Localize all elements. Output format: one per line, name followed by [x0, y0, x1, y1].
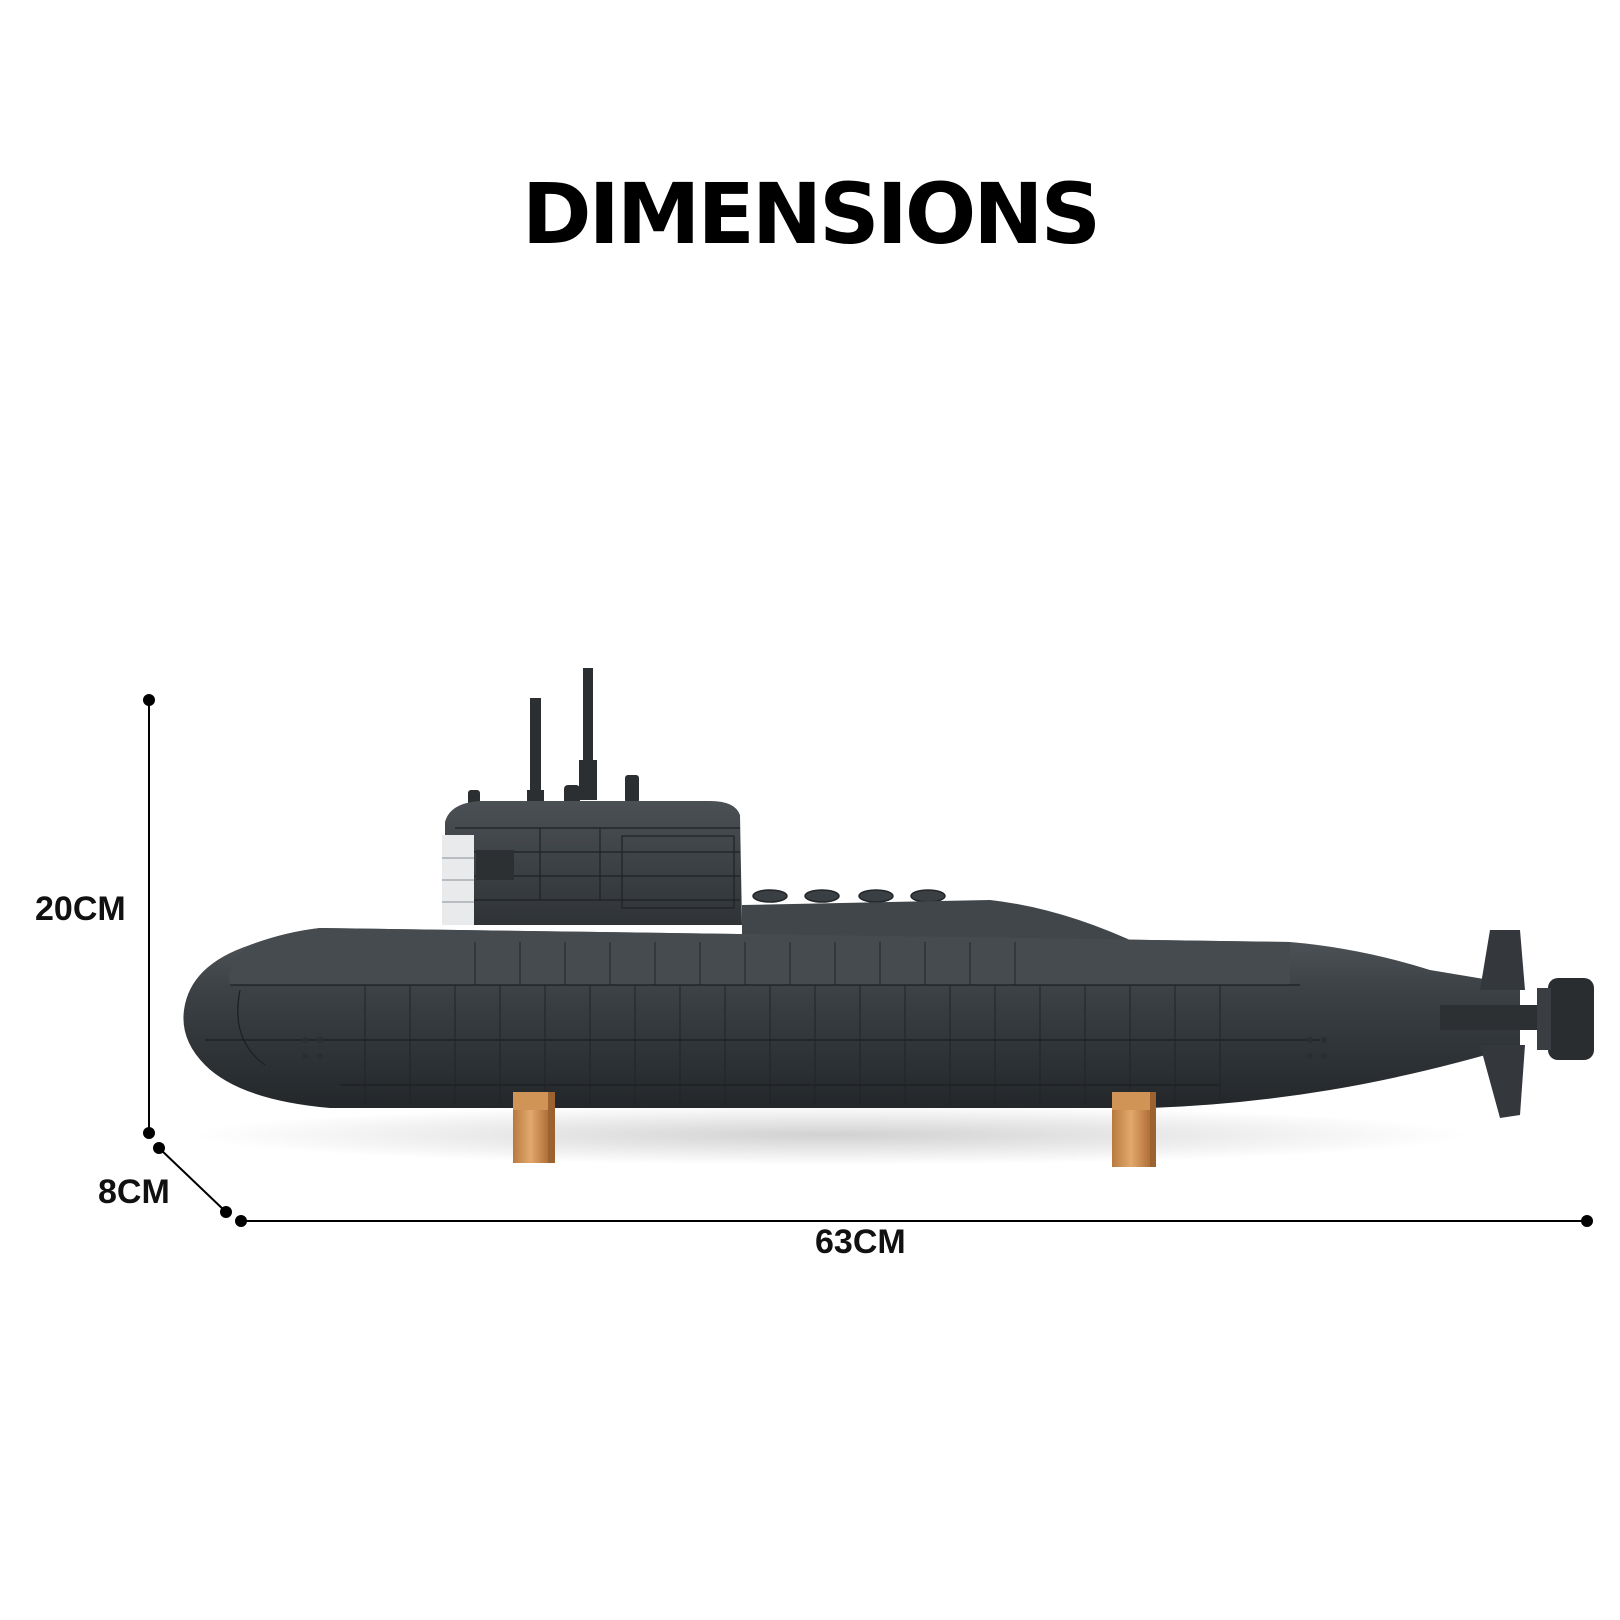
upper-hull-band: [229, 928, 1291, 985]
display-stand-rear: [1112, 1092, 1156, 1167]
dimension-lines: [143, 694, 1593, 1227]
length-label: 63CM: [815, 1223, 906, 1261]
ground-shadow: [190, 1105, 1470, 1165]
depth-line: [158, 1147, 227, 1213]
height-endpoint-top: [143, 694, 155, 706]
tower-bricks: [455, 827, 740, 909]
stern-fins: [1440, 930, 1560, 1118]
conning-tower: [445, 801, 742, 925]
display-stand-front: [513, 1092, 555, 1163]
hull-panel-lines: [205, 984, 1320, 1086]
bow-studs: [302, 1037, 1327, 1059]
depth-label: 8CM: [98, 1173, 170, 1211]
submarine: [183, 668, 1594, 1167]
page-title: DIMENSIONS: [521, 165, 1101, 263]
depth-endpoint-top: [153, 1142, 165, 1154]
height-endpoint-bottom: [143, 1127, 155, 1139]
length-endpoint-right: [1581, 1215, 1593, 1227]
length-endpoint-left: [235, 1215, 247, 1227]
propeller-hub: [1548, 978, 1594, 1060]
hull-vertical-seams: [364, 942, 1221, 1106]
sail-windows: [442, 835, 474, 925]
sail-plane: [476, 850, 514, 880]
periscope-masts: [468, 668, 639, 808]
depth-endpoint-bottom: [220, 1206, 232, 1218]
height-label: 20CM: [35, 890, 126, 928]
